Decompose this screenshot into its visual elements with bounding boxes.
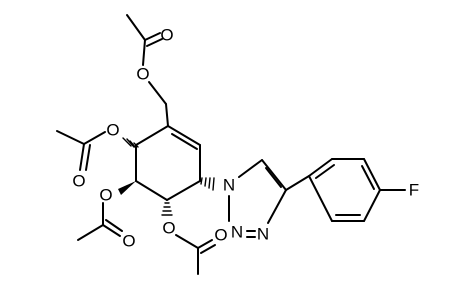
- atom-o-ester-bottom: O: [162, 219, 175, 238]
- atom-o-ester-left-lower: O: [99, 186, 112, 205]
- bond-acetyl-methyl-left-lower: [77, 224, 104, 241]
- bond-carbonyl-double-top-a: [144, 32, 161, 41]
- bond-carbonyl-double-left-upper-b: [85, 144, 91, 171]
- bond-ph-c1-c2-inner: [315, 164, 335, 179]
- atom-o-carbonyl-bottom: O: [214, 226, 227, 245]
- atom-o-carbonyl-left-lower: O: [122, 232, 135, 251]
- bond-acetyl-methyl-left-upper: [56, 130, 85, 145]
- bond-layer: [56, 14, 406, 275]
- atom-o-carbonyl-left-upper: O: [72, 172, 85, 191]
- bond-ring-c3-c4: [166, 180, 201, 201]
- bond-ring-c1-c2-double: [171, 133, 198, 150]
- bond-acetyl-methyl-top: [126, 14, 146, 41]
- bond-ch2-ring: [165, 103, 169, 127]
- bond-ph-c4-c5: [363, 189, 381, 222]
- bond-ring-c4-c5: [135, 180, 168, 201]
- bond-ring-c6-c1: [135, 125, 169, 146]
- bold-wedge-c5-o: [118, 181, 136, 195]
- bond-c4-n3-triazole: [267, 189, 287, 224]
- bond-carbonyl-c-o-top: [142, 39, 146, 66]
- bond-ph-c1-c2: [308, 158, 333, 177]
- bond-carbonyl-double-left-lower-a: [102, 224, 121, 237]
- bond-ph-c6-c1: [308, 175, 333, 222]
- bond-ph-c3-c4-inner: [361, 165, 375, 190]
- bond-c5-c4-triazole: [261, 159, 287, 191]
- atom-n2-triazole: N: [231, 223, 243, 242]
- bond-o-c-acetyl-left-upper: [83, 131, 106, 145]
- bond-ring-c1-c2: [167, 125, 201, 146]
- bond-o-ch2-top: [148, 81, 167, 105]
- atom-fluorine: F: [409, 181, 419, 200]
- atom-o-ester-top: O: [136, 65, 149, 84]
- bond-carbonyl-double-left-lower-b: [105, 219, 123, 232]
- hash-wedge-c4-o: [161, 202, 173, 216]
- atom-n1-triazole: N: [223, 176, 235, 195]
- bond-o-c-acetyl-bottom: [175, 234, 199, 249]
- bond-carbonyl-double-bottom-b: [200, 244, 216, 254]
- bond-c5-c4-triazole-double: [265, 167, 282, 188]
- atom-label-layer: O O O O O O O O N N N F: [72, 26, 419, 251]
- hash-wedge-c3-n1: [200, 177, 215, 191]
- bond-n1-c5-triazole: [238, 159, 263, 178]
- bond-triazole-phenyl: [285, 175, 310, 191]
- bond-ph-c3-c4: [363, 158, 381, 191]
- bond-carbonyl-double-bottom-a: [197, 239, 213, 249]
- atom-o-carbonyl-top: O: [160, 26, 173, 45]
- atom-n3-triazole: N: [257, 225, 269, 244]
- bond-carbonyl-double-left-upper-a: [79, 143, 85, 171]
- atom-o-ester-left-upper: O: [106, 121, 119, 140]
- bond-carbonyl-double-top-b: [146, 38, 163, 47]
- hash-wedge-c6-o: [122, 137, 139, 149]
